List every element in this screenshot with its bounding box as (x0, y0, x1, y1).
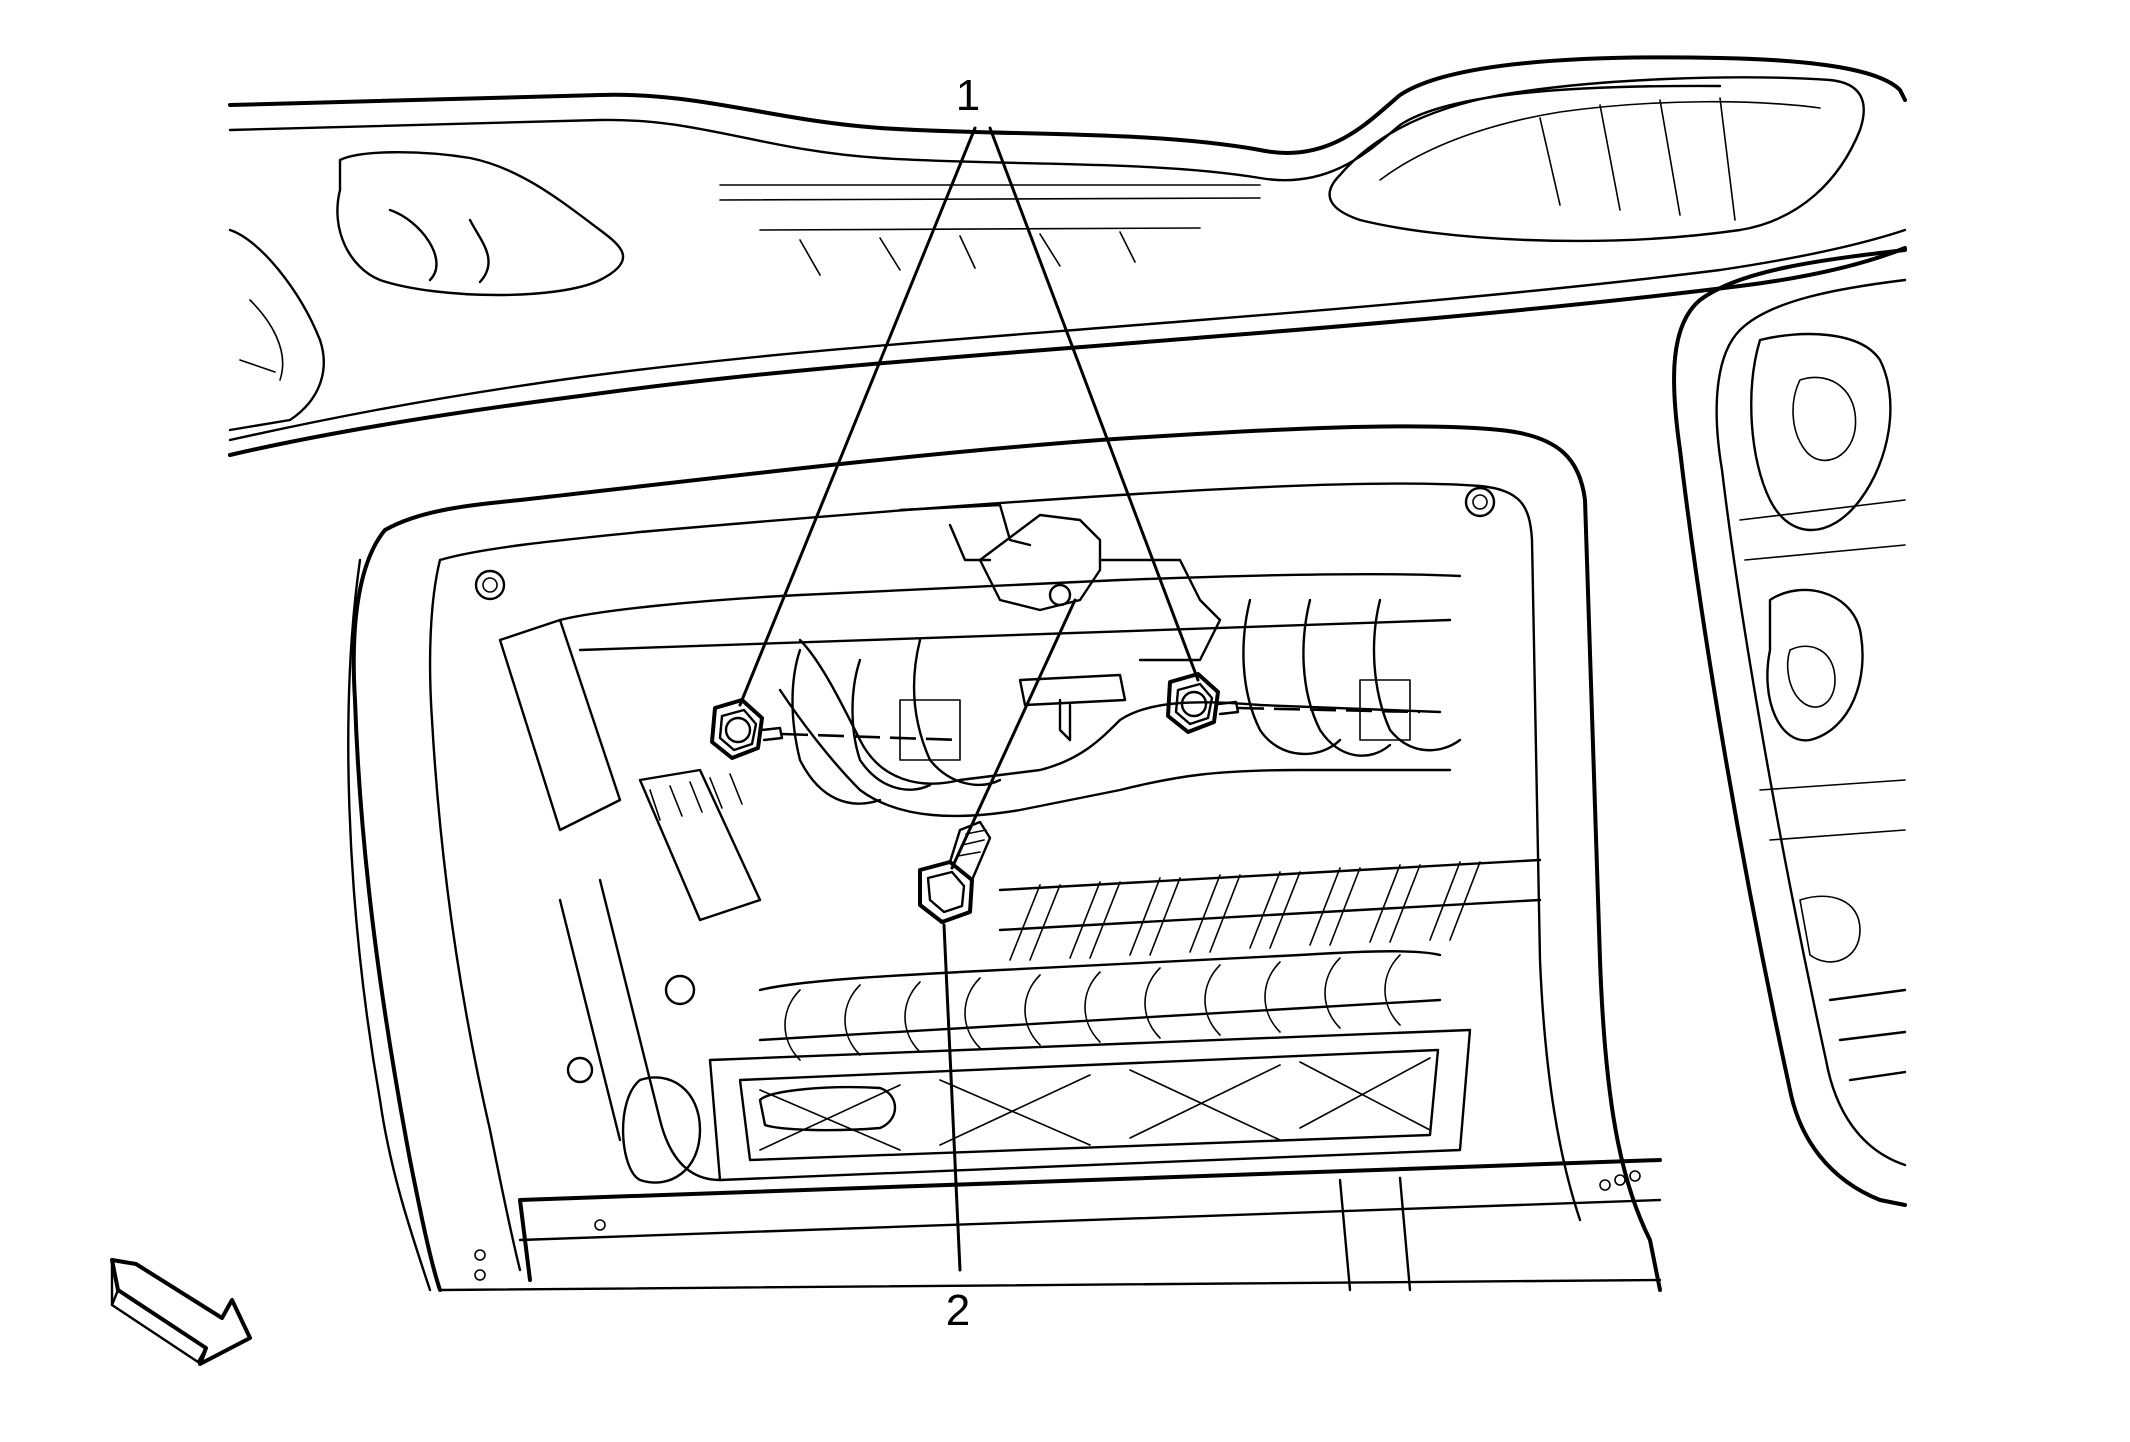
upper-instrument-panel (228, 55, 1907, 457)
center-bezel-frame (347, 424, 1662, 1292)
screw-item-2 (918, 820, 992, 924)
callout-labels: 1 2 (946, 71, 980, 1335)
right-side-panel (1672, 248, 1907, 1207)
callout-leaders (738, 126, 1200, 1272)
hvac-duct-assembly (708, 858, 1542, 1182)
bolt-left (710, 698, 961, 760)
callout-label-2: 2 (946, 1286, 970, 1335)
left-inner-structure (498, 618, 762, 1184)
callout-label-1: 1 (956, 71, 980, 120)
center-bracket-assembly (558, 503, 1462, 818)
view-direction-arrow-icon (110, 1258, 252, 1366)
cross-car-beam (438, 1158, 1662, 1292)
bolt-right (1166, 672, 1421, 734)
